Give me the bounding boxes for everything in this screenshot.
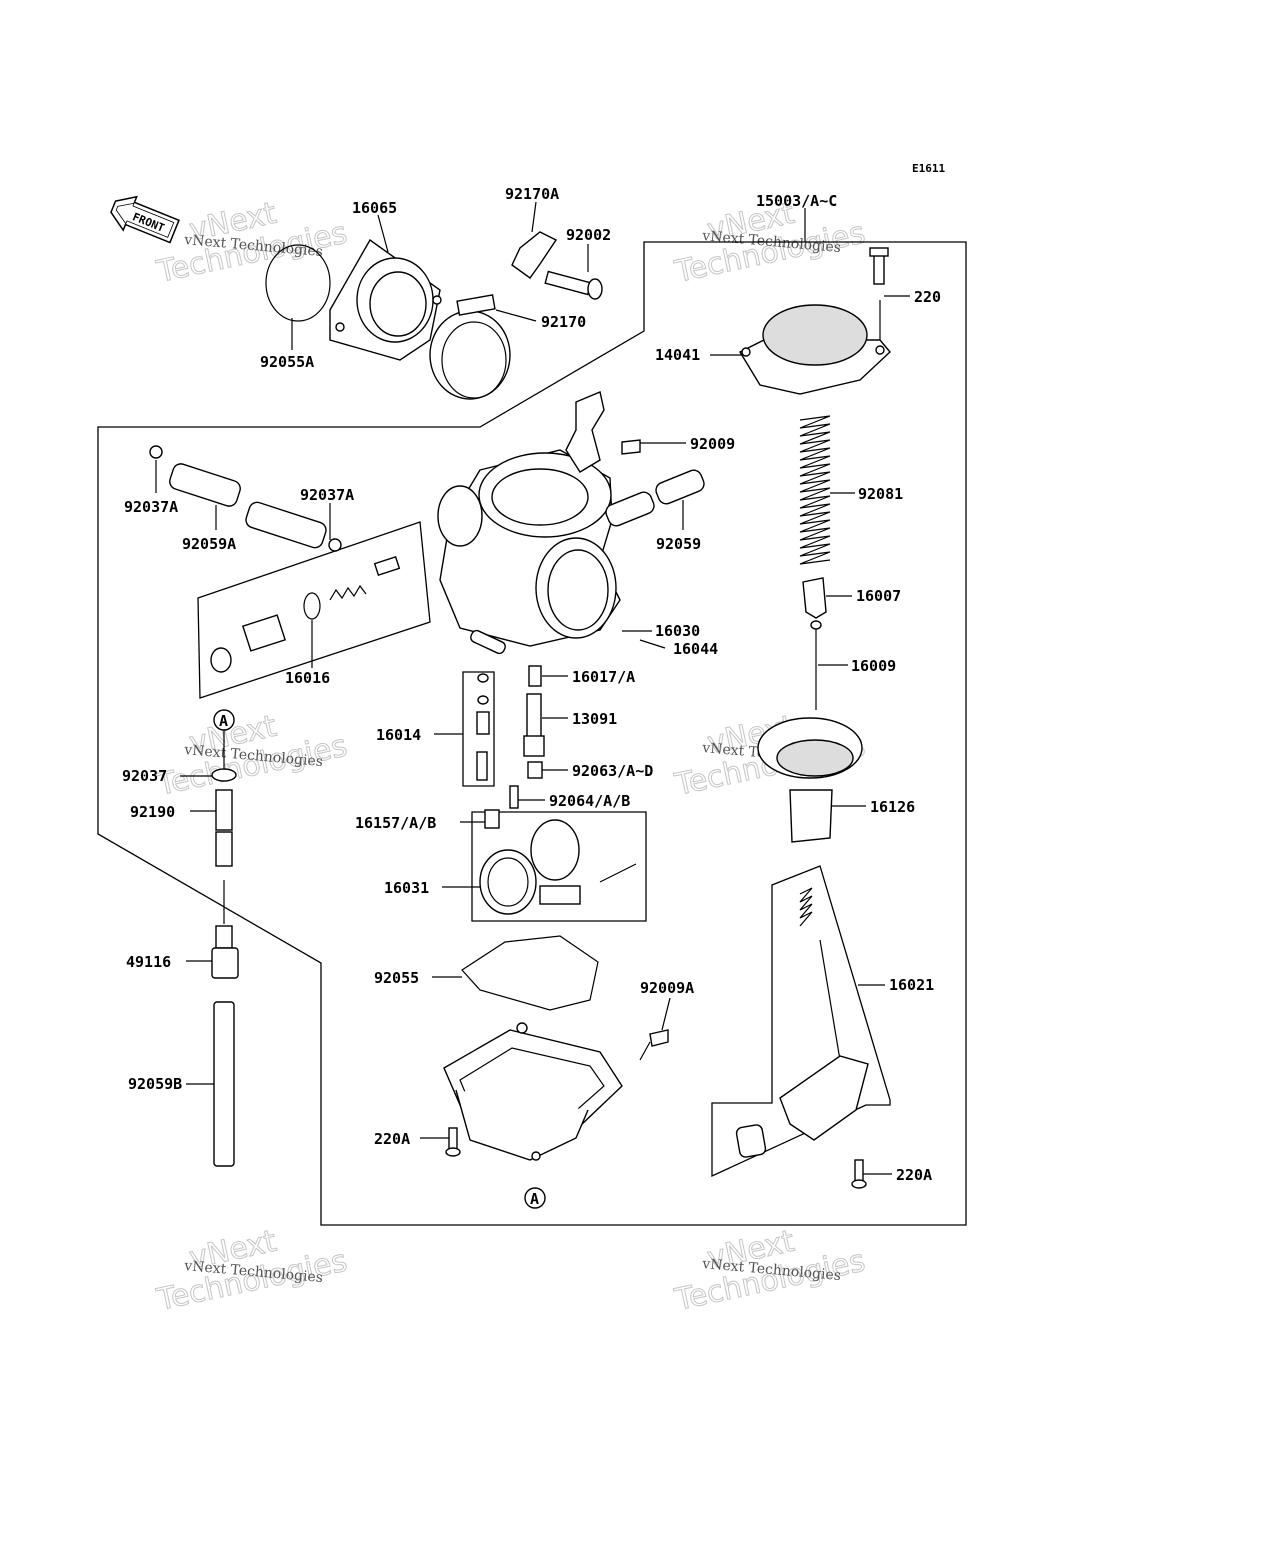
screw-part xyxy=(639,1029,669,1061)
part-label: 16044 xyxy=(673,640,718,658)
part-label: 16065 xyxy=(352,199,397,217)
part-label: 220A xyxy=(896,1166,932,1184)
part-label: 16009 xyxy=(851,657,896,675)
screw-part xyxy=(851,1159,867,1189)
jet-needle-part xyxy=(810,620,822,710)
carburetor-body-part xyxy=(437,391,641,655)
throttle-stop-part xyxy=(735,887,869,1158)
part-label: 16031 xyxy=(384,879,429,897)
part-label: 16016 xyxy=(285,669,330,687)
plug-part xyxy=(484,809,500,829)
jet-frame xyxy=(462,671,495,787)
leader-lines xyxy=(155,201,910,1175)
part-label: 220A xyxy=(374,1130,410,1148)
part-label: 92081 xyxy=(858,485,903,503)
part-label: 15003/A~C xyxy=(756,192,837,210)
pilot-screw-frame xyxy=(197,521,431,699)
part-label: 92059 xyxy=(656,535,701,553)
part-label: 16126 xyxy=(870,798,915,816)
hose-part xyxy=(213,1001,235,1167)
part-label: 16157/A/B xyxy=(355,814,436,832)
part-label: 92059A xyxy=(182,535,236,553)
part-label: 92064/A/B xyxy=(549,792,630,810)
hose-part xyxy=(169,463,241,507)
watermark: Technologies vNext xyxy=(153,195,351,290)
main-jet-part xyxy=(527,761,543,779)
diagram-code: E1611 xyxy=(912,162,945,175)
part-label: 92170 xyxy=(541,313,586,331)
part-label: 220 xyxy=(914,288,941,306)
pilot-screw-part xyxy=(210,556,401,673)
bolt-part xyxy=(544,270,603,300)
part-label: 16007 xyxy=(856,587,901,605)
clip-part xyxy=(149,445,163,459)
hose-part xyxy=(655,469,705,505)
part-label: 92063/A~D xyxy=(572,762,653,780)
hose-part xyxy=(605,491,655,527)
part-label: 92037A xyxy=(124,498,178,516)
o-ring-part xyxy=(265,244,331,322)
vacuum-piston-part xyxy=(757,717,863,843)
clip-part xyxy=(328,538,342,552)
assembly-frame xyxy=(97,241,967,1226)
part-label: 92009A xyxy=(640,979,694,997)
part-label: 92190 xyxy=(130,803,175,821)
screw-part xyxy=(445,1127,461,1157)
ref-marker: A xyxy=(530,1190,539,1208)
hose-part xyxy=(245,501,327,549)
needle-jet-holder-part xyxy=(523,693,545,757)
part-label: 49116 xyxy=(126,953,171,971)
part-label: 92002 xyxy=(566,226,611,244)
part-label: 92037A xyxy=(300,486,354,504)
part-label: 16014 xyxy=(376,726,421,744)
hose-part xyxy=(215,789,233,831)
needle-jet-part xyxy=(528,665,542,687)
float-bowl-part xyxy=(443,1022,623,1161)
main-jet-part xyxy=(476,673,490,781)
part-labels: 16065 92170A 92002 15003/A~C 92055A 9217… xyxy=(122,185,941,1184)
part-label: 13091 xyxy=(572,710,617,728)
part-label: 92037 xyxy=(122,767,167,785)
top-cover-part xyxy=(739,304,891,395)
gasket-part xyxy=(461,935,599,1011)
part-label: 92055A xyxy=(260,353,314,371)
part-label: 92059B xyxy=(128,1075,182,1093)
part-label: 16021 xyxy=(889,976,934,994)
part-label: 16017/A xyxy=(572,668,635,686)
ref-marker-icon xyxy=(524,1187,546,1209)
hose-part xyxy=(215,831,233,867)
clamp-part xyxy=(429,294,511,400)
clip-part xyxy=(211,768,237,782)
bracket-part xyxy=(511,231,558,279)
breather-fitting-part xyxy=(211,925,239,979)
part-label: 16030 xyxy=(655,622,700,640)
ref-marker: A xyxy=(219,712,228,730)
inlet-holder-part xyxy=(329,238,442,361)
part-label: 14041 xyxy=(655,346,700,364)
part-label: 92170A xyxy=(505,185,559,203)
needle-holder-part xyxy=(802,577,827,619)
part-label: 92009 xyxy=(690,435,735,453)
spring-part xyxy=(799,415,831,565)
pilot-jet-part xyxy=(509,785,519,809)
screw-part xyxy=(869,247,889,285)
front-arrow-icon: FRONT xyxy=(110,195,180,244)
choke-part xyxy=(479,819,637,915)
choke-frame xyxy=(471,811,647,922)
part-label: 92055 xyxy=(374,969,419,987)
